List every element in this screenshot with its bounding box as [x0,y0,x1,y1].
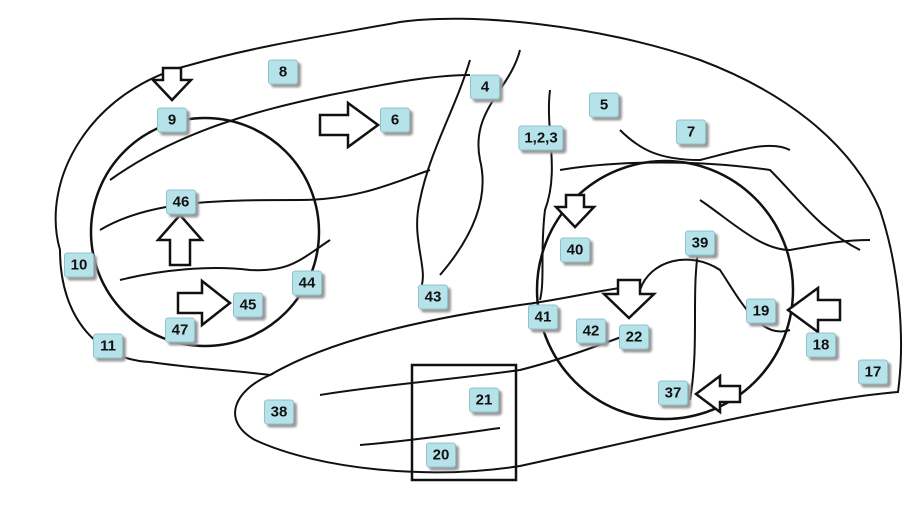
parietal-sulcus [619,129,791,162]
area-label-47: 47 [165,317,195,343]
arrow-left-to-19-icon [785,285,842,335]
area-label-41: 41 [528,304,558,330]
arrow-down-to-9-icon [150,66,194,102]
area-label-42: 42 [576,318,606,344]
arrow-left-to-37-icon [693,373,742,415]
superior-temporal-sulcus [319,329,641,396]
area-label-44: 44 [292,270,322,296]
angular-sulcus [639,258,791,333]
arrow-right-to-6-icon [318,100,381,150]
area-label-17: 17 [858,359,888,385]
temporal-occipital-sulcus [689,239,701,401]
brain-outline [54,17,902,474]
area-label-11: 11 [93,333,123,359]
parietal-temporal-region-circle [535,159,795,421]
area-label-8: 8 [268,59,298,85]
frontal-small-sulcus [119,239,331,281]
area-label-21: 21 [469,387,499,413]
central-sulcus [439,49,521,276]
area-label-18: 18 [806,332,836,358]
area-label-5: 5 [589,92,619,118]
frontal-region-circle [89,116,321,348]
area-label-38: 38 [264,399,294,425]
sylvian-fissure [269,284,641,376]
area-label-37: 37 [658,380,688,406]
precentral-sulcus [416,59,471,291]
arrow-down-to-40-icon [553,193,597,229]
temporal-region-box [410,363,518,482]
arrow-up-to-46-icon [155,213,205,267]
area-label-43: 43 [418,284,448,310]
intraparietal-sulcus [559,161,861,251]
inferior-temporal-sulcus [359,427,501,446]
area-label-1-2-3: 1,2,3 [518,125,564,151]
area-label-9: 9 [157,107,187,133]
superior-frontal-sulcus [109,74,471,181]
area-label-40: 40 [560,237,590,263]
arrow-right-to-45-icon [176,278,233,328]
area-label-20: 20 [426,442,456,468]
area-label-45: 45 [233,292,263,318]
inferior-frontal-sulcus [99,169,431,231]
area-label-6: 6 [380,107,410,133]
area-label-7: 7 [676,119,706,145]
postcentral-sulcus [539,89,553,301]
arrow-down-to-22-icon [600,278,658,320]
area-label-4: 4 [470,74,500,100]
area-label-19: 19 [746,298,776,324]
area-label-46: 46 [166,189,196,215]
area-label-10: 10 [64,252,94,278]
area-label-22: 22 [619,324,649,350]
area-label-39: 39 [685,230,715,256]
occipital-sulcus [699,199,871,252]
